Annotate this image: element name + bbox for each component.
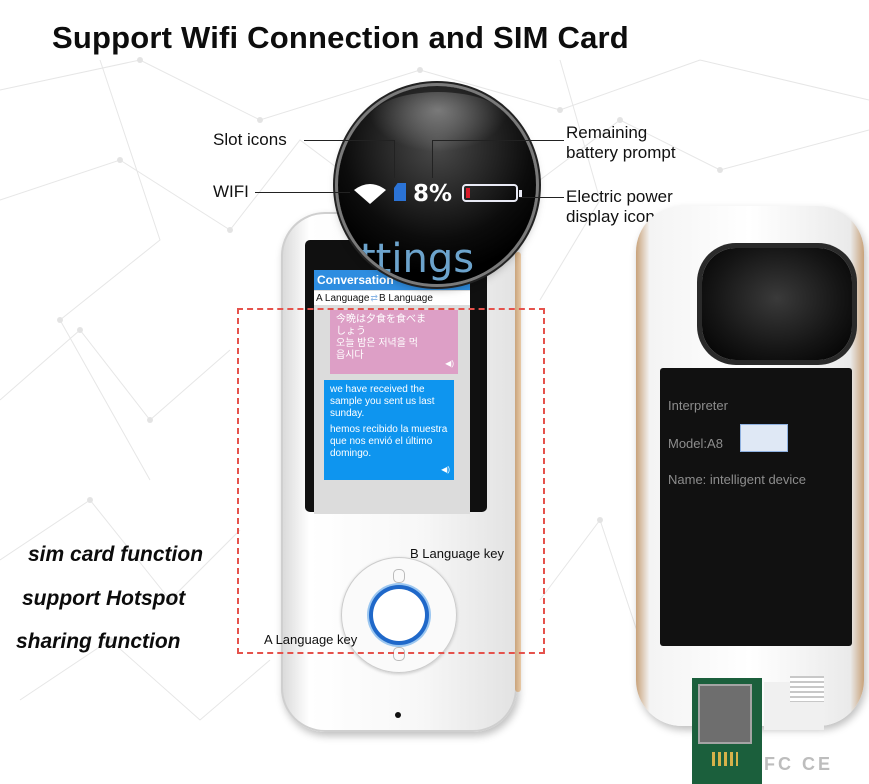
- feature-line-2: support Hotspot: [22, 587, 186, 610]
- battery-fill: [466, 188, 470, 198]
- leader-slot-icons-v: [394, 140, 395, 178]
- device-rim: [515, 252, 521, 692]
- speaker-icon: ◀): [441, 465, 450, 474]
- callout-electric-2: display icon: [566, 207, 655, 226]
- source-line-3: 오늘 밤은 저녁을 먹: [336, 338, 418, 349]
- rear-speaker: [702, 248, 852, 360]
- feature-line-1: sim card function: [28, 543, 204, 566]
- headline: Support Wifi Connection and SIM Card: [52, 20, 629, 55]
- circuit-board: [692, 678, 762, 784]
- background-network-pattern: [0, 57, 869, 721]
- translation-spanish: hemos recibido la muestra que nos envió …: [330, 424, 448, 459]
- lang-a-label: A Language: [316, 293, 370, 304]
- status-bar: 8%: [338, 174, 536, 214]
- swap-arrows-icon: ⇄: [370, 293, 378, 303]
- b-language-key-label: B Language key: [410, 546, 504, 561]
- translation-english: we have received the sample you sent us …: [330, 384, 435, 419]
- source-line-4: 읍시다: [336, 350, 364, 361]
- keys-highlight-box: [237, 308, 545, 654]
- b-language-key: [393, 569, 405, 583]
- language-row: A Language⇄B Language: [314, 291, 470, 305]
- screen-content: Conversation A Language⇄B Language 今晩は夕食…: [314, 270, 470, 514]
- leader-wifi: [255, 192, 350, 193]
- callout-remaining-1: Remaining: [566, 123, 648, 142]
- sim-slot-icon: [394, 183, 406, 201]
- source-line-2: しょう: [336, 326, 366, 337]
- bay-model: Model:A8: [668, 436, 723, 451]
- battery-contacts: [712, 752, 738, 766]
- lens-glare: [368, 92, 508, 152]
- certification-marks: FC CE: [764, 754, 833, 774]
- callout-slot-icons: Slot icons: [213, 130, 287, 149]
- status-magnifier: 8% ttings: [338, 86, 536, 284]
- screen-title: Conversation: [314, 270, 470, 290]
- callout-wifi: WIFI: [213, 182, 249, 201]
- feature-line-3: sharing function: [16, 630, 181, 653]
- settings-text: ttings: [360, 236, 475, 282]
- source-bubble: 今晩は夕食を食べま しょう 오늘 밤은 저녁을 먹 읍시다 ◀): [330, 310, 458, 374]
- leader-electric: [520, 197, 564, 198]
- bay-interpreter: Interpreter: [668, 398, 728, 413]
- source-line-1: 今晩は夕食を食べま: [336, 314, 426, 325]
- qc-sticker: [740, 424, 788, 452]
- battery-icon: [462, 184, 522, 202]
- back-device: Interpreter Model:A8 Name: intelligent d…: [636, 206, 864, 784]
- battery-compartment: Interpreter Model:A8 Name: intelligent d…: [660, 368, 852, 784]
- a-language-key: [393, 647, 405, 661]
- lang-b-label: B Language: [378, 293, 433, 304]
- center-button: [373, 589, 425, 641]
- translation-bubble: we have received the sample you sent us …: [324, 380, 454, 480]
- callout-remaining-2: battery prompt: [566, 143, 676, 162]
- a-language-key-label: A Language key: [264, 632, 358, 647]
- rear-vent: [790, 676, 824, 702]
- leader-slot-icons: [304, 140, 394, 141]
- battery-percent: 8%: [413, 181, 453, 207]
- device-screen: Conversation A Language⇄B Language 今晩は夕食…: [305, 240, 487, 514]
- microphone-hole: [395, 712, 401, 718]
- sim-card-slot: [698, 684, 752, 744]
- bay-name: Name: intelligent device: [668, 472, 807, 487]
- leader-remaining-v: [432, 140, 433, 178]
- callout-electric-1: Electric power: [566, 187, 673, 206]
- wifi-icon: [354, 184, 386, 204]
- leader-remaining: [432, 140, 564, 141]
- speaker-icon: ◀): [445, 359, 454, 368]
